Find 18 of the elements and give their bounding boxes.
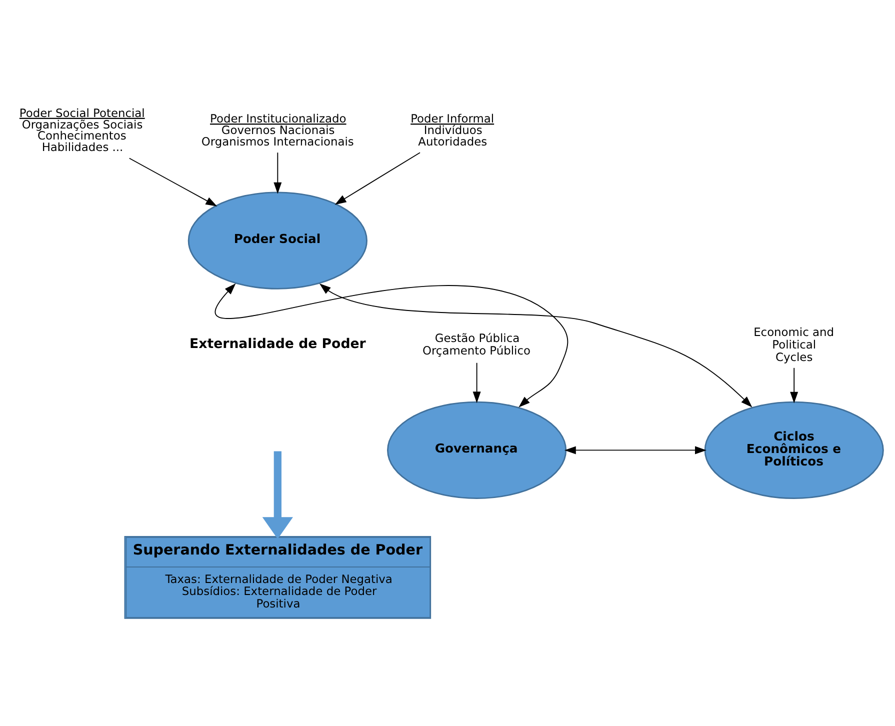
arrow	[128, 157, 218, 206]
arrow	[274, 152, 282, 194]
node-ellipse: Poder Social	[188, 191, 368, 289]
node-ellipse: Ciclos Econômicos e Políticos	[704, 400, 884, 499]
arrow	[472, 362, 481, 403]
node-text: Poder Informal Indivíduos Autoridades	[410, 111, 494, 148]
arrow	[790, 366, 798, 403]
node-text: Poder Institucionalizado Governos Nacionais Organismos Internacionais	[201, 111, 354, 148]
node-text: Poder Social Potencial Organizações Sociais Conhecimentos Habilidades ...	[19, 105, 145, 154]
arrow	[334, 152, 420, 204]
arrow	[319, 283, 752, 407]
node-text: Economic and Political Cycles	[754, 324, 834, 364]
arrow	[215, 282, 568, 407]
arrow	[262, 450, 293, 539]
label: Externalidade de Poder	[190, 336, 366, 352]
node-text: Gestão Pública Orçamento Público	[422, 330, 530, 358]
arrow	[564, 446, 706, 454]
node-ellipse: Governança	[387, 400, 567, 499]
